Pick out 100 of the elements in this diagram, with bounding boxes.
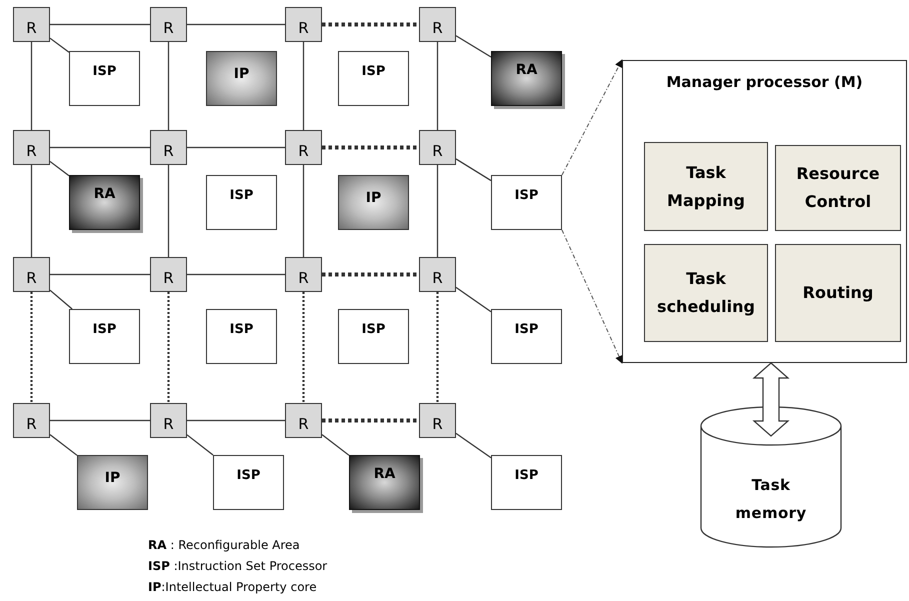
- node-label: R: [163, 140, 174, 162]
- processor-box: [491, 175, 562, 230]
- legend-text: RA : Reconfigurable Area: [148, 537, 301, 554]
- processor-box: [338, 309, 409, 364]
- processor-box: [206, 309, 277, 364]
- node-label: RA: [516, 61, 538, 80]
- link-line: [436, 165, 438, 257]
- ip-core-box: [77, 455, 148, 510]
- node-label: ISP: [92, 321, 116, 339]
- router-box: [285, 257, 322, 292]
- node-label: ISP: [230, 187, 254, 205]
- processor-box: [491, 309, 562, 364]
- node-label: Resource Control: [795, 163, 881, 213]
- link-line: [50, 420, 150, 422]
- ip-core-box: [206, 51, 277, 106]
- link-line: [456, 35, 492, 58]
- ip-core-box: [338, 175, 409, 230]
- router-box: [150, 130, 187, 165]
- node-label: R: [298, 414, 309, 434]
- dotted-link: [322, 146, 419, 150]
- function-box: [775, 244, 901, 342]
- node-label: IP: [104, 469, 120, 488]
- link-line: [50, 38, 70, 53]
- processor-box: [491, 455, 562, 510]
- link-line: [50, 146, 150, 148]
- processor-box: [213, 455, 284, 510]
- link-line: [302, 42, 304, 130]
- link-line: [50, 274, 150, 276]
- link-line: [456, 158, 492, 182]
- zoom-line: [562, 230, 623, 364]
- reconfigurable-area-box: [349, 455, 420, 510]
- function-box: [775, 145, 901, 231]
- router-box: [13, 130, 50, 165]
- node-label: ISP: [236, 467, 260, 485]
- link-line: [186, 434, 214, 456]
- node-label: R: [432, 268, 443, 288]
- node-label: Task scheduling: [656, 268, 756, 318]
- reconfigurable-area-box: [69, 175, 140, 230]
- node-label: ISP: [514, 187, 538, 205]
- router-box: [285, 130, 322, 165]
- link-line: [50, 290, 72, 310]
- router-box: [419, 7, 456, 42]
- double-block-arrow: [752, 362, 790, 437]
- node-label: IP: [234, 65, 250, 84]
- node-label: Routing: [802, 282, 874, 304]
- dotted-link: [436, 292, 439, 403]
- node-label: Task Mapping: [666, 162, 746, 212]
- legend-text: IP:Intellectual Property core: [148, 579, 318, 596]
- router-box: [13, 7, 50, 42]
- node-label: R: [26, 268, 37, 288]
- node-label: RA: [94, 185, 116, 204]
- link-line: [456, 286, 492, 312]
- link-line: [168, 42, 170, 130]
- processor-box: [206, 175, 277, 230]
- memory-cylinder: [700, 406, 842, 548]
- router-box: [419, 403, 456, 438]
- function-box: [644, 142, 768, 231]
- link-line: [302, 165, 304, 257]
- dotted-link: [322, 418, 419, 422]
- link-line: [168, 165, 170, 257]
- node-label: R: [432, 414, 443, 434]
- node-label: ISP: [514, 321, 538, 339]
- processor-box: [69, 51, 140, 106]
- node-label: ISP: [362, 63, 386, 81]
- link-line: [187, 24, 285, 26]
- processor-box: [338, 51, 409, 106]
- dotted-link: [30, 292, 33, 403]
- legend-text: ISP :Instruction Set Processor: [148, 558, 328, 575]
- link-line: [436, 42, 438, 130]
- link-line: [50, 24, 150, 26]
- router-box: [285, 7, 322, 42]
- router-box: [13, 403, 50, 438]
- node-label: R: [26, 18, 37, 38]
- router-box: [285, 403, 322, 438]
- function-box: [644, 244, 768, 342]
- dotted-link: [167, 292, 170, 403]
- node-label: ISP: [514, 467, 538, 485]
- node-label: ISP: [362, 321, 386, 339]
- zoom-line: [562, 59, 622, 176]
- router-box: [150, 257, 187, 292]
- dotted-link: [302, 292, 305, 403]
- node-label: R: [298, 140, 309, 162]
- node-label: Task memory: [734, 475, 808, 524]
- router-box: [419, 257, 456, 292]
- node-label: R: [163, 414, 174, 434]
- link-line: [187, 274, 285, 276]
- dotted-link: [322, 272, 419, 276]
- node-label: R: [163, 268, 174, 288]
- node-label: R: [26, 140, 37, 162]
- link-line: [456, 432, 492, 458]
- link-line: [30, 42, 32, 130]
- link-line: [187, 146, 285, 148]
- reconfigurable-area-box: [491, 51, 562, 106]
- link-line: [50, 434, 78, 456]
- link-line: [30, 165, 32, 257]
- router-box: [13, 257, 50, 292]
- link-line: [187, 420, 285, 422]
- link-line: [50, 160, 70, 176]
- node-label: IP: [366, 189, 382, 208]
- node-label: R: [298, 268, 309, 288]
